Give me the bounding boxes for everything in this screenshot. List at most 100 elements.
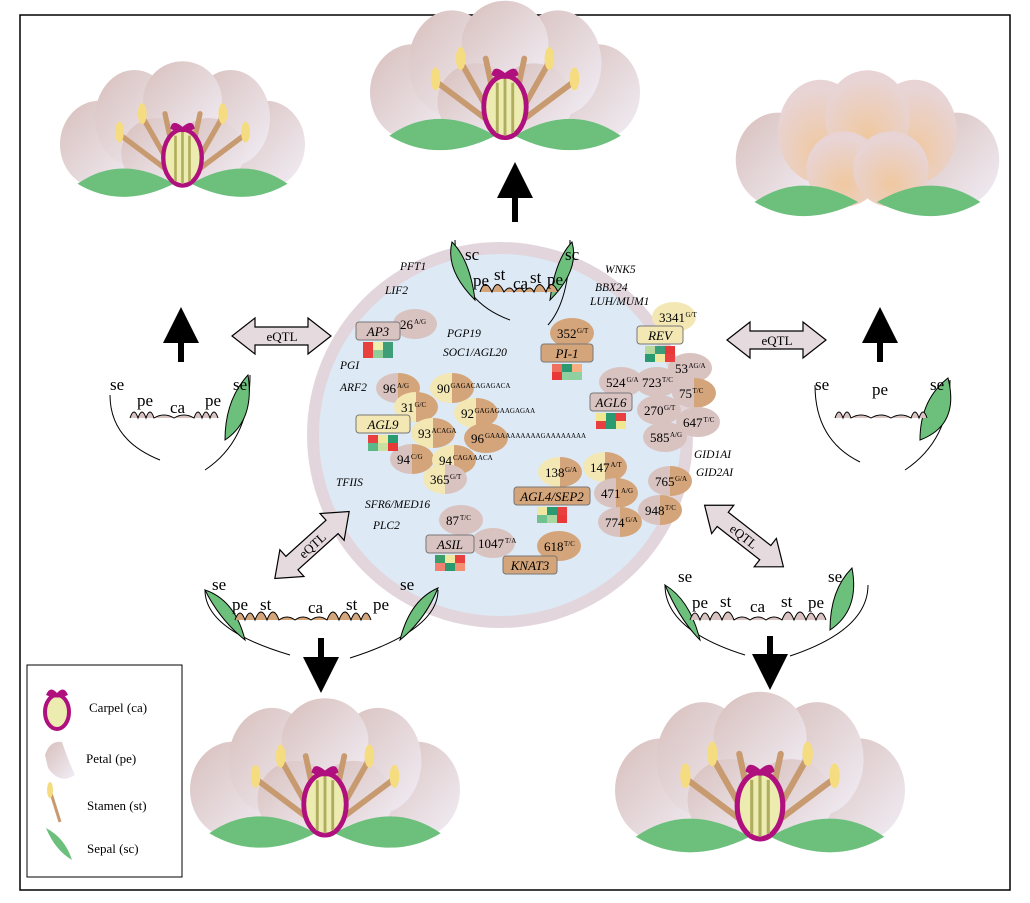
- variant-allele: GAGACAGAGACA: [451, 382, 511, 390]
- heatmap-cell: [383, 350, 393, 358]
- eqtl-arrow-bottom-left: eQTL: [274, 510, 350, 580]
- variant-oval: [537, 531, 581, 561]
- variant-position: 92: [461, 406, 474, 421]
- whorl-label: pe: [692, 593, 708, 612]
- whorl-label: se: [212, 575, 226, 594]
- variant-position: 93: [418, 426, 431, 441]
- variant-allele: G/T: [450, 473, 462, 481]
- gene-name: AP3: [366, 324, 390, 339]
- legend-label-petal: Petal (pe): [86, 751, 136, 766]
- variant-allele: G/T: [686, 311, 698, 319]
- whorl-label: st: [781, 592, 793, 611]
- heatmap-cell: [383, 342, 393, 350]
- gene-label: WNK5: [605, 264, 636, 276]
- variant-allele: G/A: [675, 475, 687, 483]
- whorl-label: st: [260, 595, 272, 614]
- variant-allele: CAGAAACA: [453, 454, 493, 462]
- whorl-label: pe: [808, 593, 824, 612]
- heatmap-cell: [445, 555, 455, 563]
- variant-allele: T/A: [505, 537, 516, 545]
- heatmap-cell: [547, 515, 557, 523]
- variant-position: 524: [606, 375, 626, 390]
- heatmap-cell: [606, 421, 616, 429]
- whorl-label: pe: [232, 595, 248, 614]
- sepal-icon: [46, 828, 72, 860]
- variant-position: 96: [383, 381, 397, 396]
- variant-allele: G/T: [664, 404, 676, 412]
- variant-position: 87: [446, 513, 460, 528]
- heatmap-cell: [537, 507, 547, 515]
- variant-oval: [390, 444, 434, 474]
- variant-allele: G/T: [577, 327, 589, 335]
- variant-position: 53: [675, 361, 688, 376]
- variant-position: 75: [679, 386, 692, 401]
- variant-oval: [648, 466, 692, 496]
- gene-label: SOC1/AGL20: [443, 347, 507, 359]
- variant-oval: [672, 378, 716, 408]
- variant-position: 647: [683, 415, 703, 430]
- variant-position: 3341: [659, 310, 685, 325]
- variant-oval: [594, 478, 638, 508]
- heatmap-cell: [552, 372, 562, 380]
- whorl-label: pe: [547, 270, 563, 289]
- heatmap-cell: [455, 563, 465, 571]
- variant-allele: T/C: [662, 376, 673, 384]
- variant-allele: A/G: [621, 487, 633, 495]
- heatmap-cell: [572, 364, 582, 372]
- variant-position: 31: [401, 400, 414, 415]
- variant-oval: [652, 302, 696, 332]
- variant-position: 585: [650, 430, 670, 445]
- gene-label: TFIIS: [336, 477, 363, 489]
- heatmap-cell: [378, 443, 388, 451]
- variant-position: 1047: [478, 536, 505, 551]
- variant-allele: A/G: [414, 318, 426, 326]
- variant-allele: GAAAAAAAAAAGAAAAAAAA: [485, 432, 586, 440]
- heatmap-cell: [552, 364, 562, 372]
- heatmap-cell: [537, 515, 547, 523]
- gene-box-agl6: AGL6: [589, 392, 633, 429]
- whorl-bottom-right: se pe st ca st pe se: [663, 566, 869, 657]
- gene-box-agl9: AGL9: [355, 414, 411, 451]
- variant-allele: GAGAGAAGAGAA: [475, 407, 536, 415]
- variant-allele: T/C: [460, 514, 471, 522]
- heatmap-cell: [368, 435, 378, 443]
- flower-top-right: [735, 70, 1000, 217]
- variant-allele: A/T: [611, 461, 623, 469]
- whorl-label: se: [110, 375, 124, 394]
- heatmap-cell: [547, 507, 557, 515]
- variant-position: 138: [545, 465, 565, 480]
- legend-label-carpel: Carpel (ca): [89, 700, 147, 715]
- heatmap-cell: [363, 342, 373, 350]
- variant-oval: [550, 318, 594, 348]
- whorl-label: ca: [170, 398, 186, 417]
- heatmap-cell: [655, 354, 665, 362]
- whorl-label: st: [494, 265, 506, 284]
- gene-name: ASIL: [436, 537, 463, 552]
- gene-name: KNAT3: [510, 558, 550, 573]
- gene-label: LUH/MUM1: [589, 296, 649, 308]
- heatmap-cell: [655, 346, 665, 354]
- heatmap-cell: [596, 421, 606, 429]
- whorl-label: ca: [750, 597, 766, 616]
- gene-label: GID1AI: [694, 449, 732, 461]
- heatmap-cell: [557, 515, 567, 523]
- variant-oval: [439, 505, 483, 535]
- heatmap-cell: [373, 350, 383, 358]
- eqtl-label-left: eQTL: [266, 329, 297, 344]
- variant-allele: A/G: [397, 382, 409, 390]
